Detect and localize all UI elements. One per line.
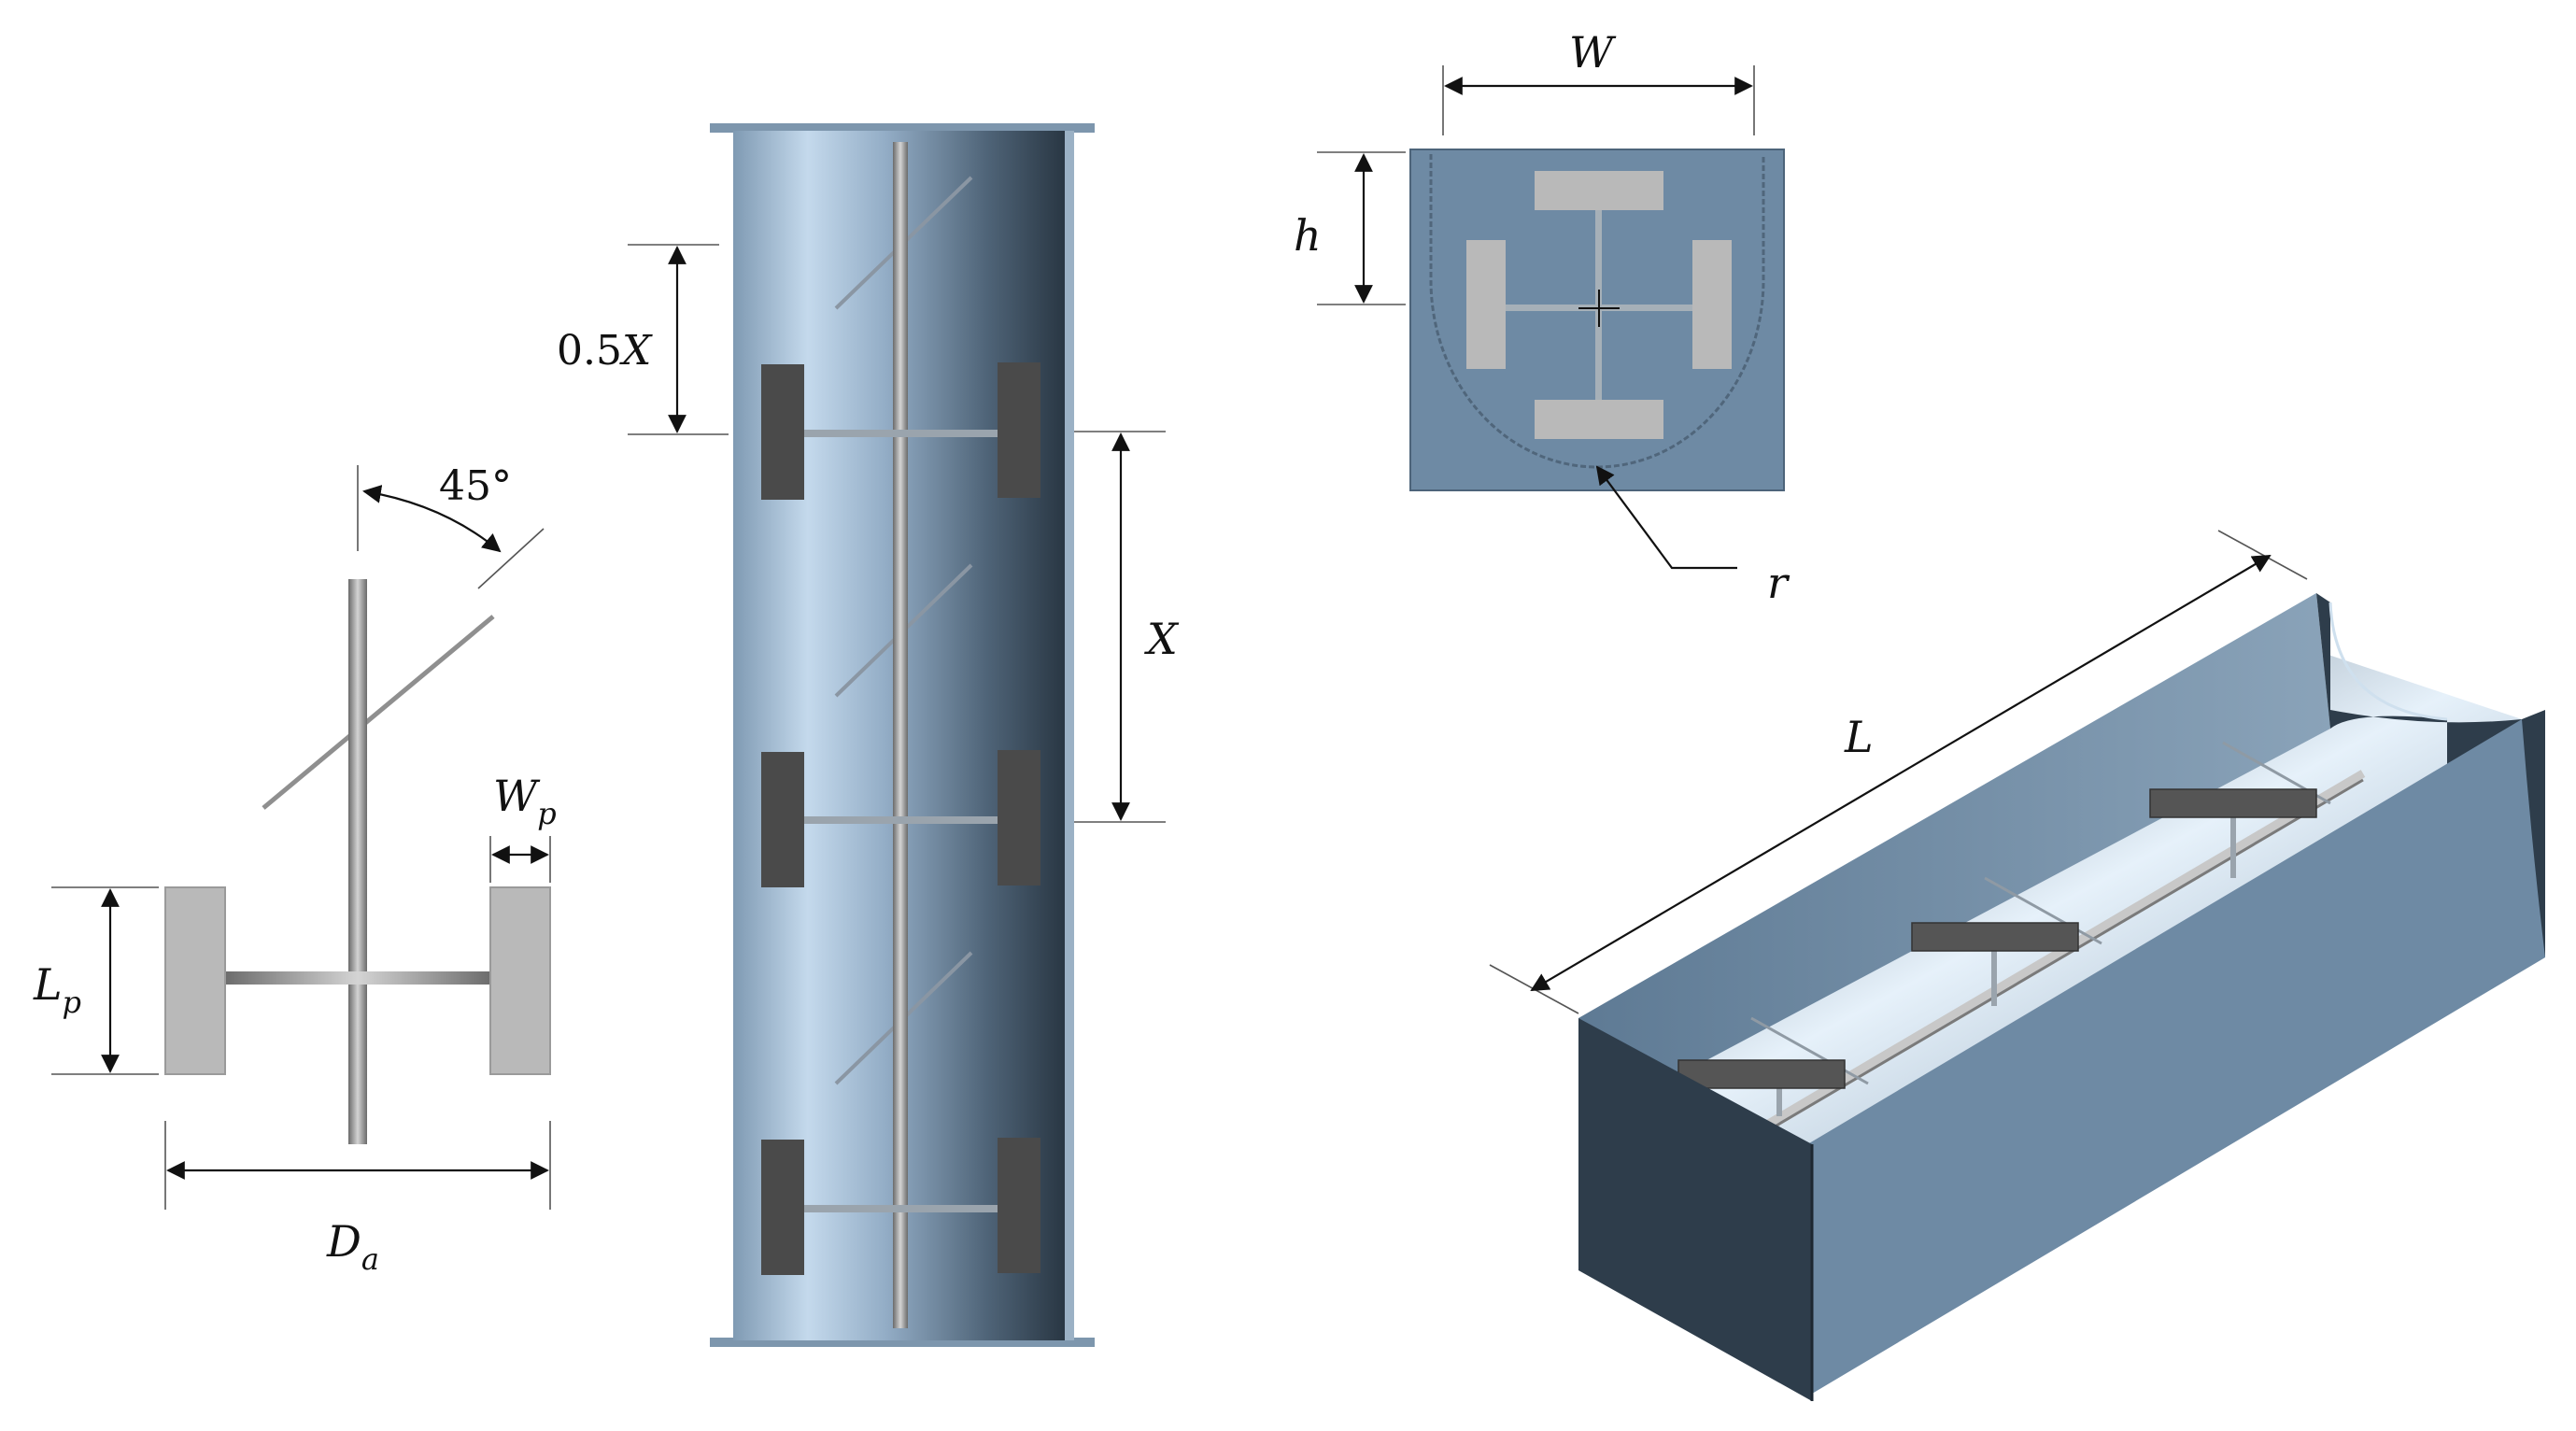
paddle-left — [164, 886, 226, 1075]
trough-blade-1 — [1750, 1016, 1869, 1085]
end-view-paddle-top — [1535, 171, 1663, 210]
x-label: X — [1144, 614, 1180, 664]
trough-stem-3 — [2230, 811, 2236, 878]
r-label: r — [1767, 558, 1790, 608]
lp-label: Lp — [33, 959, 81, 1020]
w-label: W — [1569, 27, 1617, 78]
tube-paddle-1-left — [761, 364, 804, 500]
impeller-detail: 45° Wp Lp Da — [33, 462, 557, 1277]
tube-shaft — [893, 142, 908, 1328]
angle-label: 45° — [439, 462, 512, 510]
trough-near-end-plate — [1578, 1018, 1812, 1401]
angle-inclined-reference — [477, 528, 545, 589]
tube-wall-right — [1065, 131, 1074, 1340]
l-dimension — [1530, 554, 2272, 992]
wp-label: Wp — [493, 771, 557, 831]
halfx-label: 0.5X — [557, 327, 653, 375]
inclined-blade — [262, 615, 495, 810]
tube-paddle-2-left — [761, 752, 804, 887]
trough-stem-1 — [1776, 1074, 1782, 1116]
l-ext-right — [2217, 530, 2308, 580]
end-view-paddle-bottom — [1535, 400, 1663, 439]
tube-arm-3 — [803, 1205, 999, 1212]
end-view-paddle-left — [1466, 240, 1506, 369]
tube-arm-2 — [803, 816, 999, 824]
trough-front-wall — [1784, 719, 2545, 1396]
trough-paddle-1 — [1677, 1059, 1846, 1089]
end-view: W h r — [1294, 27, 1790, 608]
tube-view: 0.5X X — [557, 123, 1180, 1347]
tube-top-flange — [710, 123, 1095, 133]
l-label: L — [1844, 712, 1874, 762]
tube-bottom-flange — [710, 1338, 1095, 1347]
end-view-paddle-right — [1692, 240, 1732, 369]
h-label: h — [1294, 210, 1322, 261]
trough-isometric: L — [1489, 530, 2545, 1401]
tube-paddle-3-right — [998, 1138, 1040, 1273]
angle-arc — [362, 485, 502, 553]
impeller-arm — [222, 971, 493, 985]
da-label: Da — [326, 1216, 379, 1277]
tube-paddle-3-left — [761, 1140, 804, 1275]
impeller-shaft — [348, 579, 367, 1144]
trough-paddle-2 — [1911, 922, 2079, 952]
tube-paddle-1-right — [998, 362, 1040, 498]
paddle-right — [489, 886, 551, 1075]
trough-far-end-curve — [2328, 602, 2448, 721]
tube-arm-1 — [803, 430, 999, 437]
tube-paddle-2-right — [998, 750, 1040, 886]
trough-paddle-3 — [2149, 788, 2317, 818]
